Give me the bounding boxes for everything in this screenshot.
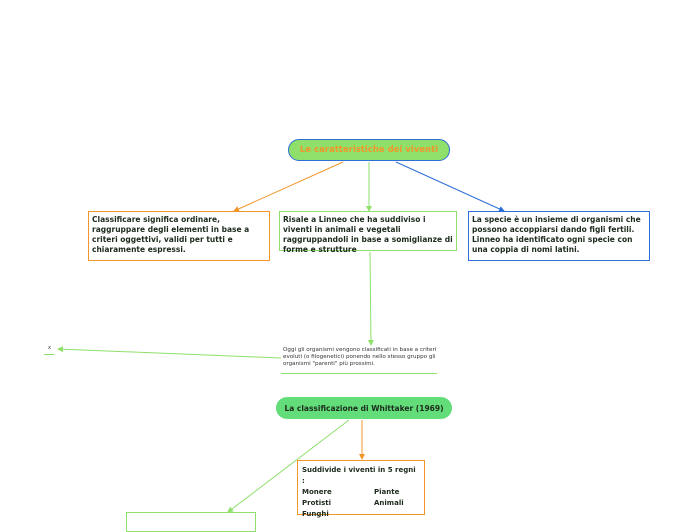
linneo-box[interactable]: Risale a Linneo che ha suddiviso i viven… (279, 211, 457, 254)
link-whittaker-bottom (227, 419, 350, 513)
whittaker-node[interactable]: La classificazione di Whittaker (1969) (276, 397, 452, 419)
kingdom-funghi: Funghi (302, 510, 329, 518)
root-topic-node[interactable]: Le caratteristiche dei viventi (288, 139, 450, 161)
kingdom-monere: Monere (302, 488, 332, 496)
note-underline (281, 373, 437, 374)
collapsed-node-underline (44, 354, 54, 355)
link-root-left (233, 161, 344, 212)
kingdom-animali: Animali (374, 499, 404, 507)
kingdoms-title: Suddivide i viventi in 5 regni : (302, 466, 416, 485)
bottom-child-box[interactable] (126, 512, 256, 532)
phylogenetic-note[interactable]: Oggi gli organismi vengono classificati … (283, 347, 437, 367)
species-definition-box[interactable]: La specie è un insieme di organismi che … (468, 211, 650, 261)
connector-layer (57, 161, 505, 513)
link-note-x (57, 346, 282, 359)
collapsed-node-marker[interactable]: x (48, 345, 51, 351)
link-root-right (395, 161, 505, 212)
classification-definition-box[interactable]: Classificare significa ordinare, raggrup… (88, 211, 270, 261)
kingdom-piante: Piante (374, 488, 400, 496)
kingdom-protisti: Protisti (302, 499, 332, 507)
link-middle-note (367, 251, 374, 346)
five-kingdoms-box[interactable]: Suddivide i viventi in 5 regni : Monere … (297, 460, 425, 518)
